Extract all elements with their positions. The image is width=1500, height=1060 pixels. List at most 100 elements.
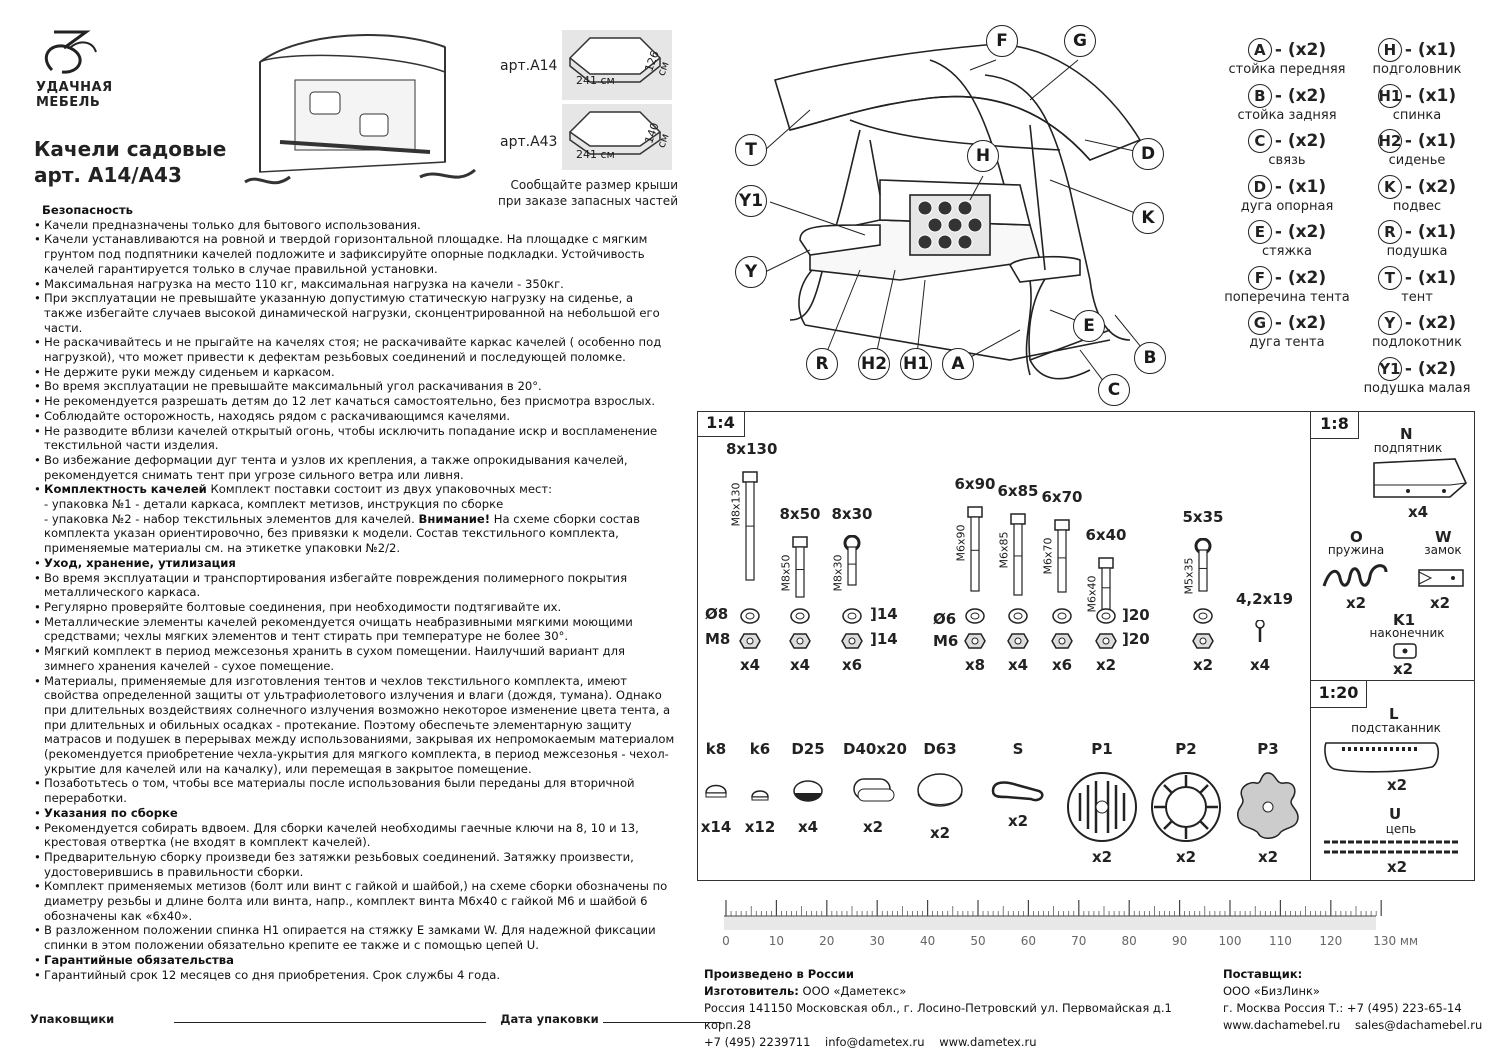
chain-icon xyxy=(1324,840,1460,854)
rule-item: Не держите руки между сиденьем и каркасо… xyxy=(30,365,675,380)
bolt-icon xyxy=(843,535,861,586)
legend-letter: F xyxy=(1247,265,1272,290)
cap-qty: x14 xyxy=(700,818,732,836)
legend-item-row: H- (x1) xyxy=(1352,38,1482,62)
item-o-letter: O xyxy=(1350,528,1363,546)
item-n-label: подпятник xyxy=(1373,441,1443,455)
rule-item: Позаботьтесь о том, чтобы все материалы … xyxy=(30,776,675,805)
bolt-size-label: 8x50 xyxy=(779,505,821,523)
callout-y: Y xyxy=(735,256,767,288)
bolt-size-label: 6x85 xyxy=(997,482,1039,500)
washer-icon xyxy=(790,608,810,624)
title-line-1: Качели садовые xyxy=(34,137,227,161)
ruler-tick-label: 30 xyxy=(869,934,885,948)
manufacturer-contacts: +7 (495) 2239711 info@dametex.ru www.dam… xyxy=(704,1035,1037,1049)
rule-item: Комплект применяемых метизов (болт или в… xyxy=(30,879,675,923)
manufacturer-address: Россия 141150 Московская обл., г. Лосино… xyxy=(704,1001,1172,1032)
roof-size-note: Сообщайте размер крыши при заказе запасн… xyxy=(498,177,678,209)
rule-heading: Гарантийные обязательства xyxy=(44,952,234,967)
legend-label: спинка xyxy=(1392,107,1442,123)
rule-item: Уход, хранение, утилизация xyxy=(30,556,675,571)
item-w-letter: W xyxy=(1435,528,1452,546)
item-l-label: подстаканник xyxy=(1351,721,1441,735)
legend-qty: - (x2) xyxy=(1274,313,1327,333)
cap-name: k8 xyxy=(705,740,727,758)
cap-name: P1 xyxy=(1091,740,1113,758)
legend-item-row: F- (x2) xyxy=(1222,265,1352,290)
bolt-mark: M8x130 xyxy=(729,482,743,527)
rule-item: Не рекомендуется разрешать детям до 12 л… xyxy=(30,394,675,409)
bolt-mark: M8x50 xyxy=(779,554,793,592)
legend-item-row: C- (x2) xyxy=(1222,129,1352,153)
hardware-count: x8 xyxy=(964,656,986,674)
legend-item-row: B- (x2) xyxy=(1222,83,1352,108)
washer-icon xyxy=(965,608,985,624)
cap-qty: x2 xyxy=(1175,848,1197,866)
logo-mark-icon xyxy=(44,30,97,74)
callout-f: F xyxy=(986,25,1018,57)
legend-letter: H2 xyxy=(1377,129,1402,153)
rule-item: При эксплуатации не превышайте указанную… xyxy=(30,291,675,335)
legend-label: дуга опорная xyxy=(1240,198,1334,214)
nut-icon xyxy=(1192,633,1214,649)
nut-icon xyxy=(1095,633,1117,649)
legend-item-k: K- (x2)подвес xyxy=(1352,174,1482,214)
cap-name: P2 xyxy=(1175,740,1197,758)
bracket-20-nut: ]20 xyxy=(1122,630,1150,648)
nut-icon xyxy=(789,633,811,649)
callout-t: T xyxy=(735,134,767,166)
rule-item: Во время эксплуатации и транспортировани… xyxy=(30,571,675,600)
ruler-tick-label: 60 xyxy=(1020,934,1037,948)
ruler-tick-label: 100 xyxy=(1218,934,1242,948)
legend-item-y1: Y1- (x2)подушка малая xyxy=(1352,356,1482,396)
rule-item: Гарантийные обязательства xyxy=(30,953,675,968)
callout-b: B xyxy=(1134,342,1166,374)
item-o-qty: x2 xyxy=(1346,594,1367,612)
bracket-20-washer: ]20 xyxy=(1122,606,1150,624)
legend-item-row: Y1- (x2) xyxy=(1352,356,1482,381)
cap-d25-icon xyxy=(793,780,823,802)
item-k1-letter: K1 xyxy=(1393,611,1416,629)
bolt-mark: M8x30 xyxy=(831,554,845,592)
hardware-count: x2 xyxy=(1192,656,1214,674)
cap-qty: x2 xyxy=(1091,848,1113,866)
legend-item-row: Y- (x2) xyxy=(1352,311,1482,335)
hardware-count: x6 xyxy=(841,656,863,674)
legend-item-y: Y- (x2)подлокотник xyxy=(1352,311,1482,350)
manufacturer-info: Произведено в России Изготовитель: ООО «… xyxy=(704,966,1204,1051)
legend-label: подлокотник xyxy=(1372,335,1462,350)
ruler-tick-label: 110 xyxy=(1268,934,1292,948)
bolt-icon xyxy=(967,506,983,592)
document-title: Качели садовые арт. А14/А43 xyxy=(34,136,226,188)
cap-name: D40x20 xyxy=(843,740,907,758)
bolt-icon xyxy=(792,536,808,598)
bracket-14-nut: ]14 xyxy=(870,630,898,648)
bolt-icon xyxy=(1194,538,1212,592)
cup-holder-icon xyxy=(1324,742,1440,773)
legend-item-b: B- (x2)стойка задняя xyxy=(1222,83,1352,123)
rule-item: Материалы, применяемые для изготовления … xyxy=(30,674,675,777)
hardware-count: x6 xyxy=(1051,656,1073,674)
ruler-tick-label: 90 xyxy=(1171,934,1188,948)
bolt-size-label: 8x30 xyxy=(831,505,873,523)
pack-date-label: Дата упаковки xyxy=(500,1012,599,1026)
callout-g: G xyxy=(1064,25,1096,57)
bolt-icon xyxy=(1054,519,1070,593)
legend-qty: - (x1) xyxy=(1274,176,1327,197)
callout-r: R xyxy=(806,348,838,380)
legend-item-h: H- (x1)подголовник xyxy=(1352,38,1482,77)
rule-text: На схеме сборки состав комплекта указан … xyxy=(44,511,640,556)
legend-label: поперечина тента xyxy=(1224,289,1350,305)
legend-letter: G xyxy=(1247,311,1272,335)
legend-qty: - (x2) xyxy=(1404,176,1457,197)
rule-text: - упаковка №2 - набор текстильных элемен… xyxy=(44,511,415,526)
brand-logo: УДАЧНАЯ МЕБЕЛЬ xyxy=(36,26,126,110)
cap-name: k6 xyxy=(749,740,771,758)
legend-item-c: C- (x2)связь xyxy=(1222,129,1352,168)
legend-qty: - (x2) xyxy=(1404,313,1457,333)
bolt-mark: M6x40 xyxy=(1085,575,1099,613)
cap-name: D63 xyxy=(923,740,957,758)
nut-icon xyxy=(841,633,863,649)
item-u-letter: U xyxy=(1389,805,1402,823)
legend-item-row: D- (x1) xyxy=(1222,174,1352,199)
